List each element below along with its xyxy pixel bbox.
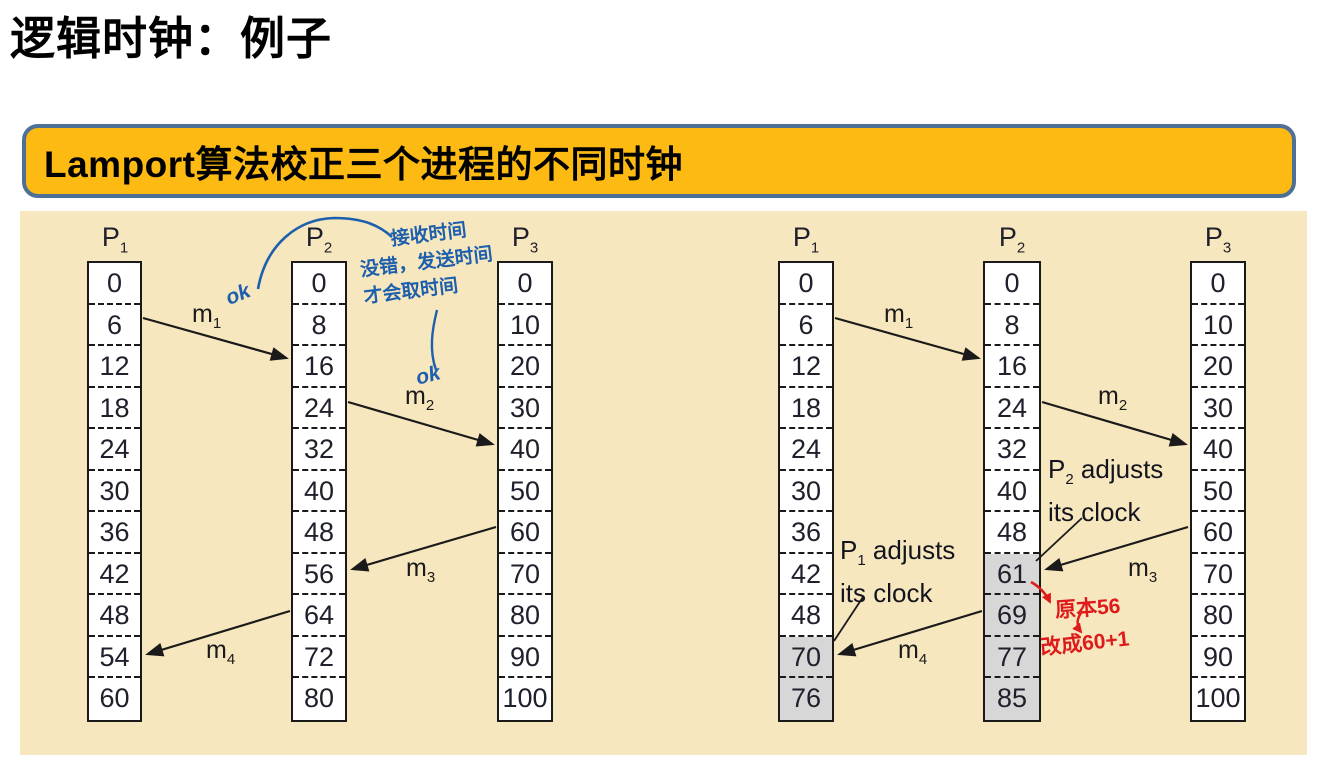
clock-cell: 76 [780, 678, 832, 720]
clock-cell: 40 [985, 470, 1039, 512]
clock-cell: 60 [1192, 512, 1244, 554]
process-label-p3-before: P3 [511, 222, 539, 257]
clock-cell: 6 [780, 304, 832, 346]
clock-cell: 70 [1192, 553, 1244, 595]
clock-cell: 0 [780, 263, 832, 305]
message-label-m1-before: m1 [192, 300, 222, 332]
clock-cell: 0 [985, 263, 1039, 305]
clock-cell: 100 [499, 678, 551, 720]
clock-cell: 42 [780, 553, 832, 595]
process-label-p3-after: P3 [1204, 222, 1232, 257]
clock-cell: 30 [499, 387, 551, 429]
clock-cell: 72 [293, 636, 345, 678]
clock-cell: 60 [499, 512, 551, 554]
clock-cell: 80 [293, 678, 345, 720]
clock-cell: 60 [89, 678, 140, 720]
clock-cell: 18 [780, 387, 832, 429]
clock-cell: 24 [985, 387, 1039, 429]
clock-cell: 24 [780, 429, 832, 471]
clock-cell: 40 [1192, 429, 1244, 471]
clock-cell: 20 [499, 346, 551, 388]
message-label-m3-before: m3 [406, 554, 436, 586]
clock-cell: 90 [499, 636, 551, 678]
clock-cell: 6 [89, 304, 140, 346]
clock-cell: 16 [985, 346, 1039, 388]
clock-cell: 24 [89, 429, 140, 471]
clock-cell: 0 [89, 263, 140, 305]
callout-p2-adjusts: P2 adjusts its clock [1048, 454, 1164, 528]
process-label-p1-after: P1 [792, 222, 820, 257]
clock-cell: 12 [89, 346, 140, 388]
clock-cell: 77 [985, 636, 1039, 678]
message-label-m4-before: m4 [206, 636, 236, 668]
message-label-m1-after: m1 [884, 300, 914, 332]
clock-cell: 12 [780, 346, 832, 388]
clock-cell: 32 [985, 429, 1039, 471]
clock-cell: 0 [293, 263, 345, 305]
clock-cell: 90 [1192, 636, 1244, 678]
clock-cell: 80 [499, 595, 551, 637]
clock-cell: 48 [89, 595, 140, 637]
clock-cell: 18 [89, 387, 140, 429]
clock-cell: 30 [89, 470, 140, 512]
clock-cell: 64 [293, 595, 345, 637]
clock-cell: 80 [1192, 595, 1244, 637]
clock-cell: 8 [293, 304, 345, 346]
clock-cell: 36 [780, 512, 832, 554]
clock-cell: 0 [1192, 263, 1244, 305]
clock-cell: 48 [293, 512, 345, 554]
clock-cell: 70 [499, 553, 551, 595]
clock-cell: 50 [1192, 470, 1244, 512]
diagram-panel [20, 211, 1307, 755]
clock-cell: 70 [780, 636, 832, 678]
clock-cell: 30 [1192, 387, 1244, 429]
clock-cell: 40 [293, 470, 345, 512]
clock-cell: 54 [89, 636, 140, 678]
clock-cell: 69 [985, 595, 1039, 637]
clock-cell: 50 [499, 470, 551, 512]
clock-cell: 10 [1192, 304, 1244, 346]
message-label-m4-after: m4 [898, 636, 928, 668]
page-title: 逻辑时钟：例子 [10, 14, 333, 64]
clock-cell: 85 [985, 678, 1039, 720]
clock-cell: 10 [499, 304, 551, 346]
callout-p1-adjusts: P1 adjusts its clock [840, 535, 956, 609]
clock-cell: 48 [780, 595, 832, 637]
clock-cell: 24 [293, 387, 345, 429]
clock-cell: 48 [985, 512, 1039, 554]
process-label-p2-after: P2 [998, 222, 1026, 257]
clock-cell: 100 [1192, 678, 1244, 720]
process-label-p1-before: P1 [101, 222, 129, 257]
clock-cell: 8 [985, 304, 1039, 346]
clock-cell: 36 [89, 512, 140, 554]
process-label-p2-before: P2 [305, 222, 333, 257]
clock-cell: 56 [293, 553, 345, 595]
clock-cell: 40 [499, 429, 551, 471]
handwritten-blue-note: 接收时间 没错，发送时间 才会取时间 [359, 219, 494, 308]
section-banner-text: Lamport算法校正三个进程的不同时钟 [44, 144, 683, 185]
clock-cell: 61 [985, 553, 1039, 595]
clock-cell: 42 [89, 553, 140, 595]
message-label-m3-after: m3 [1128, 554, 1158, 586]
clock-cell: 16 [293, 346, 345, 388]
section-banner: Lamport算法校正三个进程的不同时钟 [22, 124, 1296, 198]
clock-cell: 32 [293, 429, 345, 471]
clock-cell: 0 [499, 263, 551, 305]
clock-cell: 20 [1192, 346, 1244, 388]
message-label-m2-before: m2 [405, 382, 435, 414]
clock-cell: 30 [780, 470, 832, 512]
message-label-m2-after: m2 [1098, 382, 1128, 414]
handwritten-red-note-line1: 原本56 [1054, 594, 1122, 623]
